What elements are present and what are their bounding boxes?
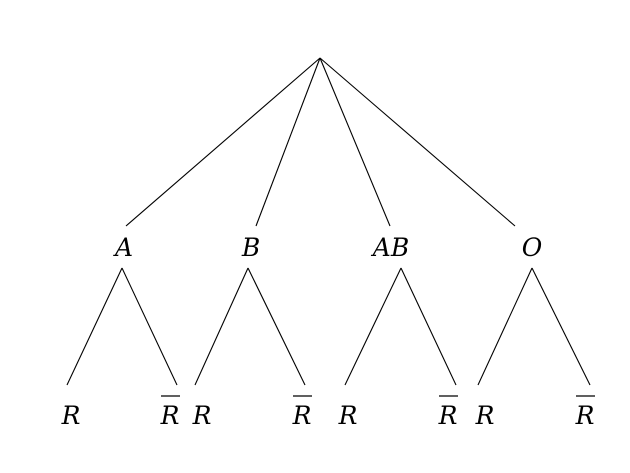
branch-a-r [66,267,123,386]
branch-root-o [319,57,516,227]
branch-b-not-r [247,267,306,386]
leaf-b-not-r: R [292,401,312,430]
branch-root-ab [319,57,391,227]
branch-root-b [255,57,321,227]
branch-ab-not-r [400,267,457,386]
branch-root-a [125,57,321,227]
branch-b-r [194,267,249,386]
branch-o-not-r [531,267,591,386]
leaf-ab-r: R [338,401,358,430]
node-ab-label: AB [371,233,409,262]
node-a-label: A [113,233,133,262]
leaf-a-not-r: R [160,401,180,430]
branch-a-not-r [121,267,178,386]
branch-ab-r [344,267,402,386]
branch-o-r [477,267,533,386]
leaf-a-r: R [61,401,81,430]
leaf-b-r: R [192,401,212,430]
leaf-ab-not-r: R [438,401,458,430]
node-b-label: B [241,233,260,262]
leaf-o-r: R [475,401,495,430]
node-o-label: O [522,233,543,262]
leaf-o-not-r: R [575,401,595,430]
